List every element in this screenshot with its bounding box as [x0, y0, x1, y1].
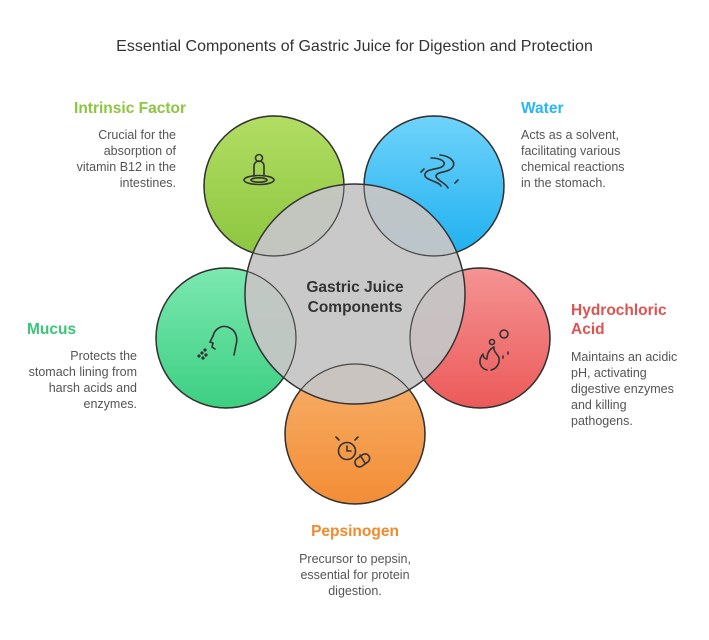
hydrochloric-acid-description: Maintains an acidic pH, activating diges… [571, 349, 706, 429]
desc-line: and killing [571, 398, 627, 412]
acid-flame-icon [479, 329, 509, 371]
desc-line: Acts as a solvent, [521, 128, 619, 142]
desc-line: absorption of [103, 144, 176, 158]
alarm-pill-icon [335, 436, 371, 468]
desc-line: digestion. [328, 584, 382, 598]
river-icon [420, 154, 459, 189]
diagram-title: Essential Components of Gastric Juice fo… [116, 38, 593, 55]
center-label-line2: Components [308, 299, 403, 316]
desc-line: Crucial for the [98, 128, 176, 142]
label-line: Acid [571, 321, 605, 338]
desc-line: chemical reactions [521, 160, 625, 174]
desc-line: essential for protein [300, 568, 410, 582]
sneeze-head-icon [197, 325, 238, 360]
center-label-line1: Gastric Juice [306, 279, 404, 296]
desc-line: pathogens. [571, 414, 633, 428]
center-circle [244, 183, 466, 405]
desc-line: harsh acids and [48, 381, 137, 395]
water-label: Water [521, 100, 564, 117]
mucus-label: Mucus [27, 321, 77, 338]
hydrochloric-acid-label: Hydrochloric Acid [571, 301, 701, 339]
water-description: Acts as a solvent, facilitating various … [521, 127, 671, 191]
desc-line: digestive enzymes [571, 382, 674, 396]
desc-line: facilitating various [521, 144, 621, 158]
desc-line: in the stomach. [521, 176, 606, 190]
person-on-scale-icon [243, 153, 275, 186]
desc-line: pH, activating [571, 366, 647, 380]
desc-line: stomach lining from [28, 365, 137, 379]
desc-line: vitamin B12 in the [76, 160, 176, 174]
intrinsic-factor-label: Intrinsic Factor [74, 100, 186, 117]
intrinsic-factor-description: Crucial for the absorption of vitamin B1… [26, 127, 176, 191]
desc-line: Protects the [70, 349, 137, 363]
label-line: Hydrochloric [571, 302, 667, 319]
desc-line: enzymes. [83, 397, 138, 411]
pepsinogen-description: Precursor to pepsin, essential for prote… [255, 551, 455, 599]
mucus-description: Protects the stomach lining from harsh a… [12, 348, 137, 412]
pepsinogen-label: Pepsinogen [311, 523, 399, 540]
desc-line: intestines. [119, 176, 176, 190]
desc-line: Maintains an acidic [571, 350, 678, 364]
desc-line: Precursor to pepsin, [299, 552, 411, 566]
